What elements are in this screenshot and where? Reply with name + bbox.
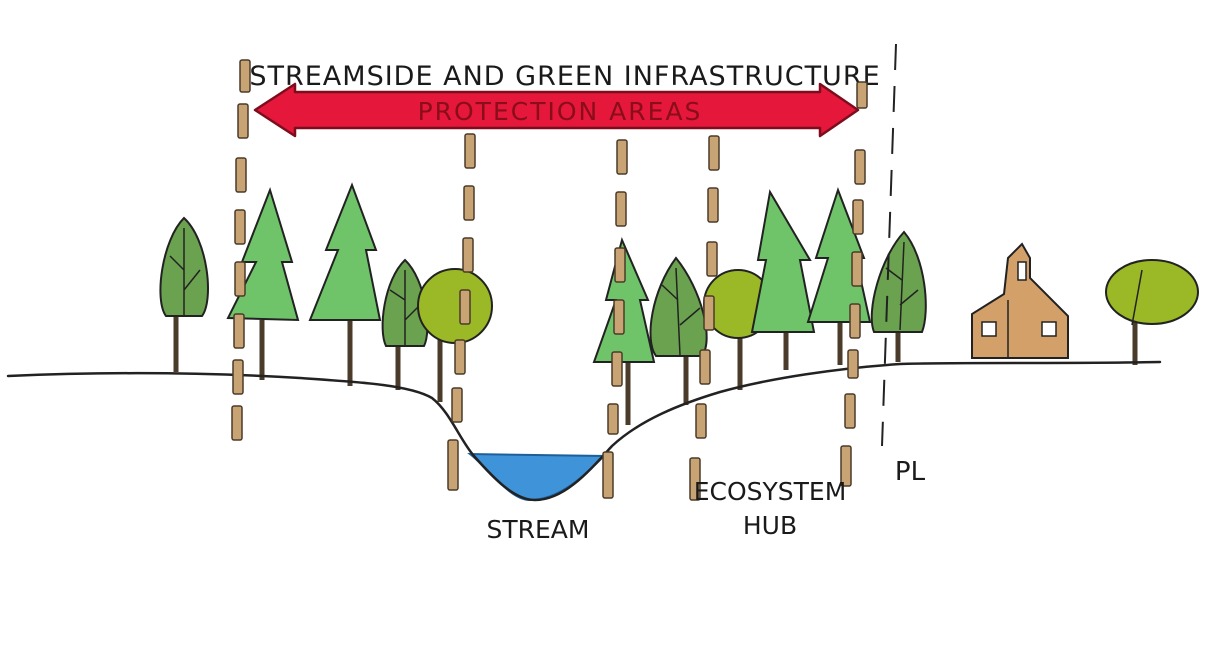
deciduous-tree-4 [870,230,927,362]
diagram-title: STREAMSIDE AND GREEN INFRASTRUCTURE [249,61,880,92]
round-tree-1 [417,268,493,402]
boundary-post-4 [689,135,720,501]
deciduous-tree-3 [649,256,708,405]
boundary-post-5 [840,81,868,487]
protection-areas-arrow [253,82,860,138]
property-line-label: PL [895,457,926,487]
conifer-tree-2 [308,182,382,386]
round-tree-3 [1105,259,1199,365]
protection-areas-label: PROTECTION AREAS [418,97,703,126]
house-icon [971,242,1069,359]
stream-label: STREAM [487,515,590,544]
boundary-posts [231,59,868,501]
conifer-tree-4 [750,189,816,370]
boundary-post-3 [602,139,628,499]
ecosystem-hub-label-line1: ECOSYSTEM [694,477,847,506]
boundary-post-1 [231,59,251,441]
deciduous-tree-2 [381,258,429,390]
boundary-post-2 [447,133,476,491]
deciduous-tree-1 [159,216,209,372]
trees [159,182,1199,425]
property-line [881,43,897,447]
ecosystem-hub-label-line2: HUB [743,511,797,540]
ground-line [6,360,1162,502]
